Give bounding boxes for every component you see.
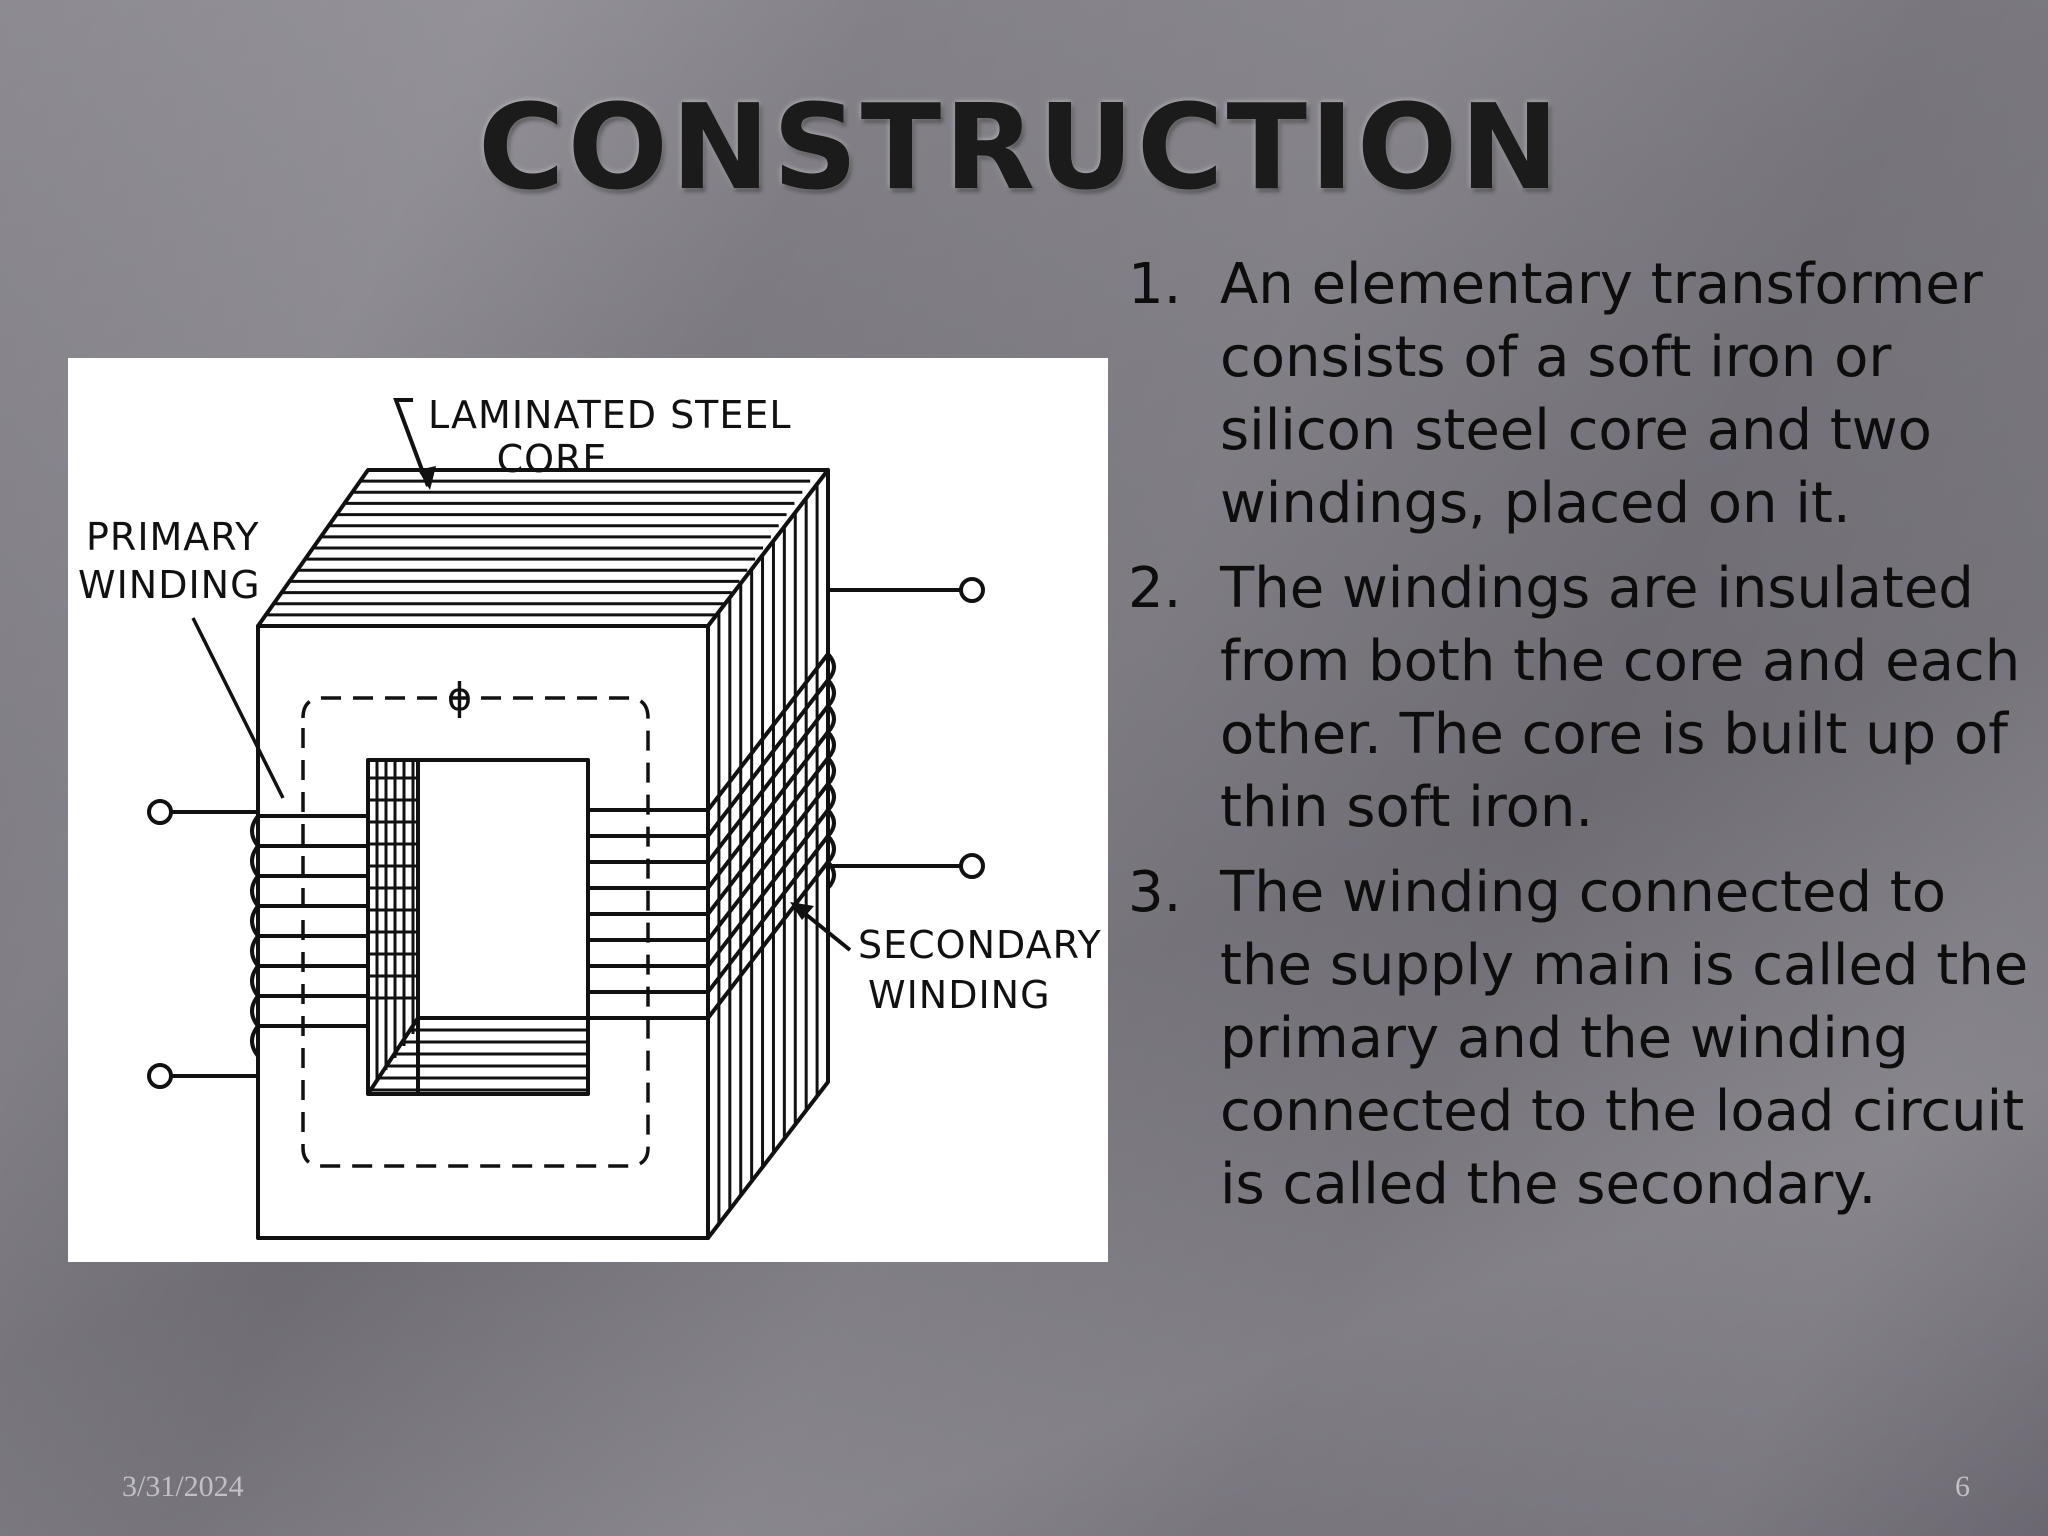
transformer-diagram: ϕ LAMINATED STEEL CORE <box>68 358 1108 1262</box>
primary-coil-turn <box>250 814 368 848</box>
point-2-number: 2. <box>1128 556 1182 621</box>
transformer-diagram-svg: ϕ LAMINATED STEEL CORE <box>78 393 1102 1240</box>
secondary-coil-turn <box>588 676 836 838</box>
flux-symbol: ϕ <box>447 675 473 719</box>
secondary-coil-turn <box>588 754 836 916</box>
secondary-coil-turn <box>588 858 836 1020</box>
window-inner-left <box>368 758 420 1096</box>
point-3-text: The winding connected to the supply main… <box>1220 860 2029 1217</box>
secondary-coil-turn <box>588 702 836 864</box>
secondary-label-line1: SECONDARY <box>858 923 1102 967</box>
secondary-coil-turn <box>588 806 836 968</box>
secondary-winding-coils <box>588 650 836 1020</box>
primary-winding-coils <box>250 814 368 1058</box>
point-1-text: An elementary transformer consists of a … <box>1220 252 1983 536</box>
primary-terminal-bottom <box>147 1063 173 1089</box>
secondary-leader-arrowhead <box>790 902 814 920</box>
window-inner-bottom <box>366 1016 590 1096</box>
core-leader-arrowhead <box>418 466 436 490</box>
core-right-face <box>706 468 830 1240</box>
point-2-text: The windings are insulated from both the… <box>1220 556 2021 840</box>
primary-coil-turn <box>250 904 368 938</box>
core-front-face <box>256 624 710 1240</box>
primary-terminal-top <box>147 799 173 825</box>
primary-coil-turn <box>250 964 368 998</box>
primary-coil-turn <box>250 934 368 968</box>
core-side-laminations <box>717 484 819 1224</box>
primary-label-line1: PRIMARY <box>86 515 260 559</box>
primary-coil-turn <box>250 994 368 1028</box>
primary-coil-turn <box>250 844 368 878</box>
secondary-terminal-bottom <box>959 853 985 879</box>
window-laminations <box>368 760 588 1092</box>
secondary-coil-turn <box>588 650 836 812</box>
primary-coil-turn <box>250 1024 368 1058</box>
secondary-coil-turn <box>588 832 836 994</box>
secondary-leader-line <box>796 906 852 952</box>
secondary-coil-turn <box>588 780 836 942</box>
secondary-label-line2: WINDING <box>868 973 1051 1017</box>
core-top-laminations <box>265 479 811 617</box>
secondary-terminal-top <box>959 577 985 603</box>
point-3: 3. The winding connected to the supply m… <box>1128 856 2033 1221</box>
slide-title: CONSTRUCTION <box>478 78 1562 216</box>
secondary-coil-turn <box>588 728 836 890</box>
core-label-line2: CORE <box>497 437 608 481</box>
point-3-number: 3. <box>1128 860 1182 925</box>
core-label-line1: LAMINATED STEEL <box>428 393 792 437</box>
primary-label-line2: WINDING <box>78 563 261 607</box>
point-2: 2. The windings are insulated from both … <box>1128 552 2033 844</box>
slide-number: 6 <box>1955 1470 1970 1503</box>
core-leader-arrow <box>393 398 430 487</box>
primary-coil-turn <box>250 874 368 908</box>
footer-date: 3/31/2024 <box>122 1470 244 1503</box>
point-1-number: 1. <box>1128 252 1182 317</box>
primary-leader-line <box>191 617 285 799</box>
flux-path <box>301 696 650 1168</box>
point-1: 1. An elementary transformer consists of… <box>1128 248 2033 540</box>
construction-points: 1. An elementary transformer consists of… <box>1128 248 2033 1233</box>
